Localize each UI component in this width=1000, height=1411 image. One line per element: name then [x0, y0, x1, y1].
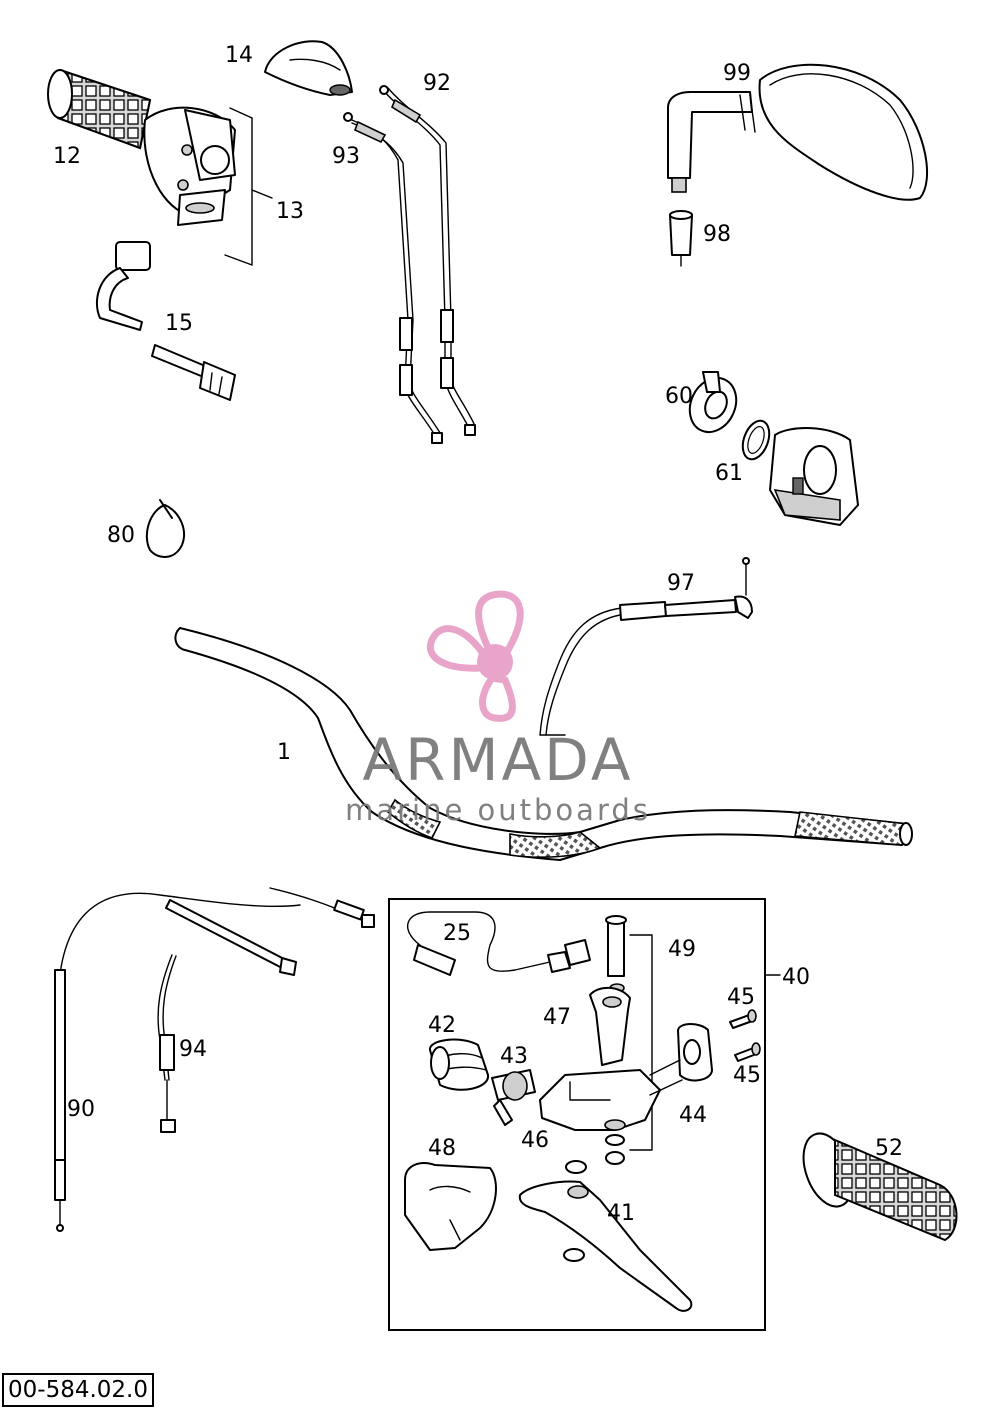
part-42-dust-boot — [429, 1038, 489, 1091]
part-90-94-cables — [54, 887, 375, 1232]
part-80-cable-clamp — [145, 499, 185, 558]
label-part-25: 25 — [443, 921, 471, 946]
label-part-12: 12 — [53, 144, 81, 169]
label-part-14: 14 — [225, 43, 253, 68]
label-part-44: 44 — [679, 1103, 707, 1128]
propeller-logo-icon — [426, 590, 524, 722]
label-part-45a: 45 — [727, 985, 755, 1010]
label-part-60: 60 — [665, 384, 693, 409]
label-part-48: 48 — [428, 1136, 456, 1161]
label-part-93: 93 — [332, 144, 360, 169]
part-14-throttle-cover — [264, 40, 353, 96]
part-60-switch-ring — [688, 371, 738, 434]
part-97-clutch-cable — [539, 557, 753, 736]
label-part-61: 61 — [715, 461, 743, 486]
label-part-40: 40 — [782, 965, 810, 990]
label-part-99: 99 — [723, 61, 751, 86]
label-part-45b: 45 — [733, 1063, 761, 1088]
part-98-mirror-adapter — [669, 177, 693, 267]
part-43-adjuster — [491, 1069, 536, 1126]
label-part-98: 98 — [703, 222, 731, 247]
label-part-42: 42 — [428, 1013, 456, 1038]
part-13-throttle-housing — [143, 106, 273, 266]
part-61-o-ring — [741, 419, 771, 461]
label-part-13: 13 — [276, 199, 304, 224]
label-part-15: 15 — [165, 311, 193, 336]
part-25-clutch-switch — [407, 911, 591, 976]
part-48-lever-cover — [404, 1162, 497, 1251]
watermark-tagline: marine outboards — [345, 793, 651, 827]
part-45-screws — [729, 1009, 761, 1062]
part-99-mirror — [667, 63, 928, 201]
armada-watermark: ARMADA marine outboards — [345, 590, 651, 827]
label-part-41: 41 — [607, 1201, 635, 1226]
part-47-lever-bracket — [589, 915, 653, 1151]
part-52-handlebar-grip — [802, 1132, 958, 1242]
watermark-brand: ARMADA — [362, 726, 633, 794]
label-part-1: 1 — [277, 740, 291, 765]
part-40-clutch-assembly-box — [388, 898, 766, 1331]
diagram-code-label: 00-584.02.0 — [2, 1373, 154, 1407]
part-61-switch-housing — [769, 427, 859, 526]
label-part-92: 92 — [423, 71, 451, 96]
label-part-49: 49 — [668, 937, 696, 962]
label-part-46: 46 — [521, 1128, 549, 1153]
label-part-47: 47 — [543, 1005, 571, 1030]
label-part-52: 52 — [875, 1136, 903, 1161]
label-part-94: 94 — [179, 1037, 207, 1062]
part-1-handlebar — [174, 627, 913, 861]
part-46-clutch-body — [539, 1069, 661, 1165]
label-part-97: 97 — [667, 571, 695, 596]
label-part-90: 90 — [67, 1097, 95, 1122]
label-part-43: 43 — [500, 1044, 528, 1069]
part-15-kill-switch — [95, 241, 236, 401]
part-92-93-throttle-cables — [343, 85, 476, 444]
label-part-80: 80 — [107, 523, 135, 548]
part-41-clutch-lever — [518, 1160, 693, 1312]
part-12-throttle-grip — [47, 68, 152, 150]
part-44-clamp — [649, 1023, 713, 1096]
